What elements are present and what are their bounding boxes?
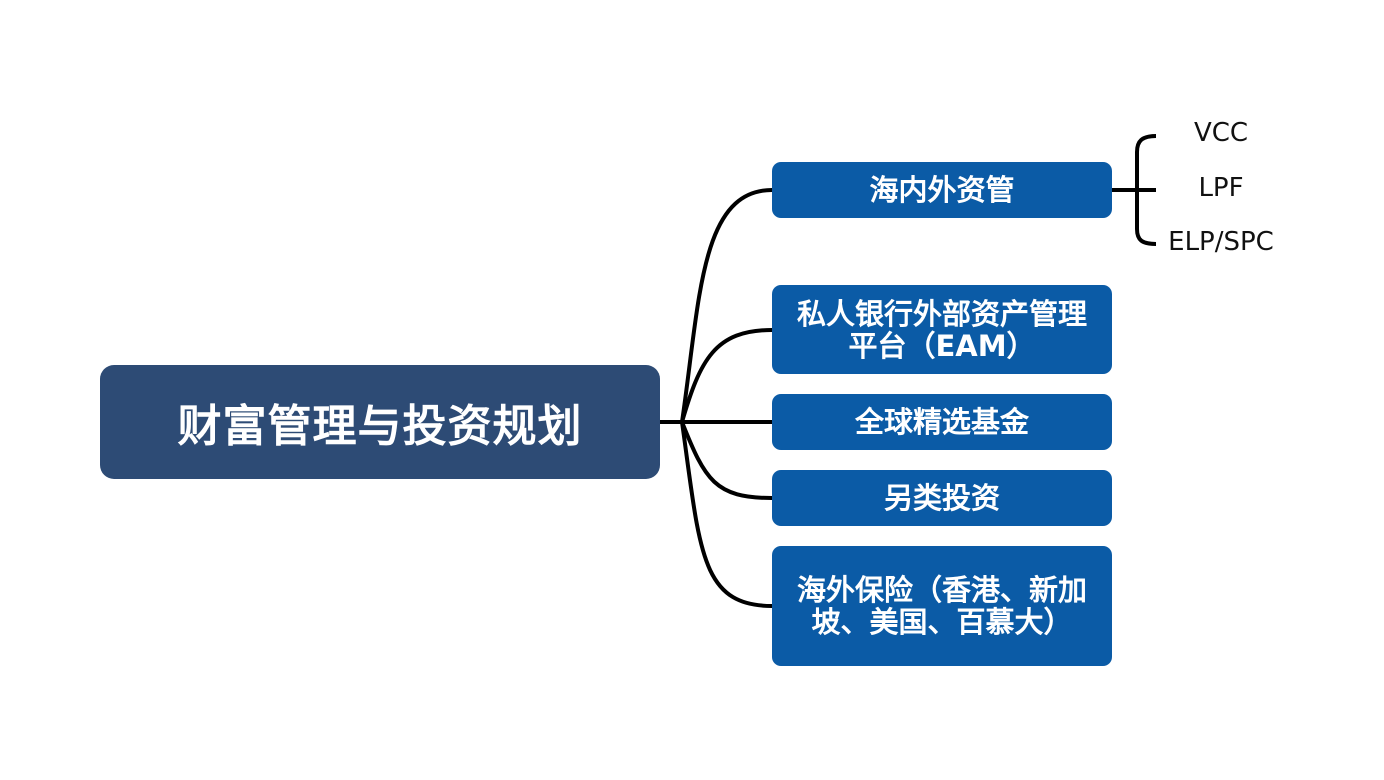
branch-node-eam-platform[interactable]: 私人银行外部资产管理平台（EAM） [772, 285, 1112, 374]
branch-node-asset-management[interactable]: 海内外资管 [772, 162, 1112, 218]
leaf-node-elp-spc[interactable]: ELP/SPC [1146, 227, 1296, 257]
leaf-label: VCC [1193, 118, 1249, 148]
leaf-node-vcc[interactable]: VCC [1146, 118, 1296, 148]
connector-root-to-branch-4 [680, 421, 773, 500]
branch-node-alternative-investment[interactable]: 另类投资 [772, 470, 1112, 526]
branch-label: 海内外资管 [869, 173, 1015, 207]
branch-label: 私人银行外部资产管理平台（EAM） [796, 296, 1087, 363]
connector-root-to-branch-2 [680, 328, 773, 423]
connector-root-to-branch-1 [660, 188, 773, 424]
leaf-label: LPF [1198, 173, 1244, 203]
branch-label: 全球精选基金 [854, 405, 1029, 439]
connector-root-to-branch-5 [680, 421, 773, 608]
leaf-node-lpf[interactable]: LPF [1146, 173, 1296, 203]
root-label: 财富管理与投资规划 [177, 401, 583, 452]
branch-label: 海外保险（香港、新加坡、美国、百慕大） [796, 573, 1087, 639]
leaf-label: ELP/SPC [1168, 227, 1274, 257]
branch-label: 另类投资 [883, 481, 1000, 515]
root-node[interactable]: 财富管理与投资规划 [100, 365, 660, 479]
branch-node-overseas-insurance[interactable]: 海外保险（香港、新加坡、美国、百慕大） [772, 546, 1112, 666]
branch-node-global-funds[interactable]: 全球精选基金 [772, 394, 1112, 450]
